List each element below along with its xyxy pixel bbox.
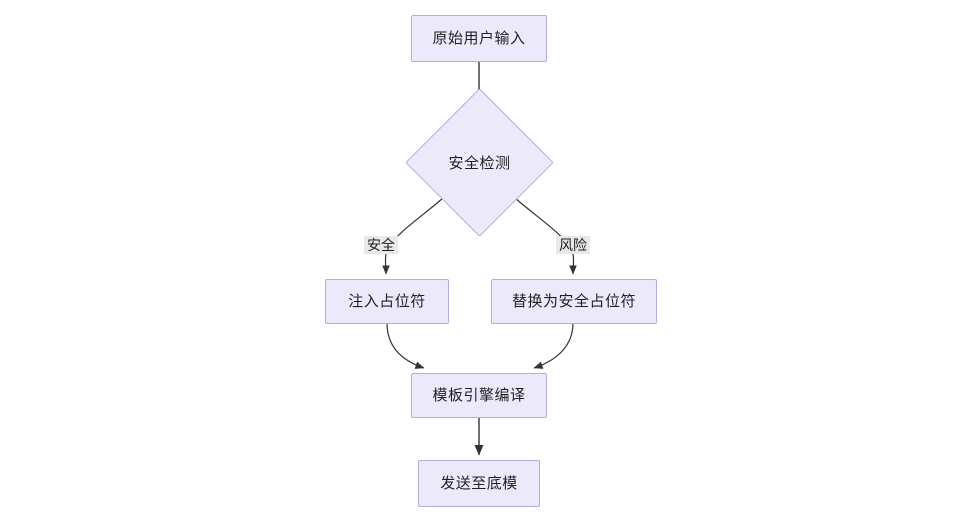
- node-inject-placeholder[interactable]: 注入占位符: [325, 279, 449, 324]
- node-original-user-input[interactable]: 原始用户输入: [411, 15, 547, 62]
- node-label: 发送至底模: [440, 475, 518, 492]
- node-replace-with-safe-placeholder[interactable]: 替换为安全占位符: [491, 279, 657, 324]
- node-label: 模板引擎编译: [432, 387, 526, 404]
- node-label: 替换为安全占位符: [511, 293, 636, 310]
- edge-label-text: 安全: [367, 237, 395, 253]
- edge-replace-to-compile: [533, 322, 574, 369]
- node-label: 原始用户输入: [432, 30, 526, 47]
- node-safety-check[interactable]: 安全检测: [405, 88, 554, 237]
- edge-label-safe: 安全: [364, 236, 398, 255]
- node-label: 安全检测: [448, 155, 511, 172]
- node-label: 注入占位符: [348, 293, 426, 310]
- edge-label-text: 风险: [559, 237, 587, 253]
- edge-inject-to-compile: [386, 322, 425, 369]
- edge-label-risk: 风险: [556, 236, 590, 255]
- node-send-to-base-model[interactable]: 发送至底模: [418, 460, 540, 507]
- node-template-engine-compile[interactable]: 模板引擎编译: [411, 373, 547, 418]
